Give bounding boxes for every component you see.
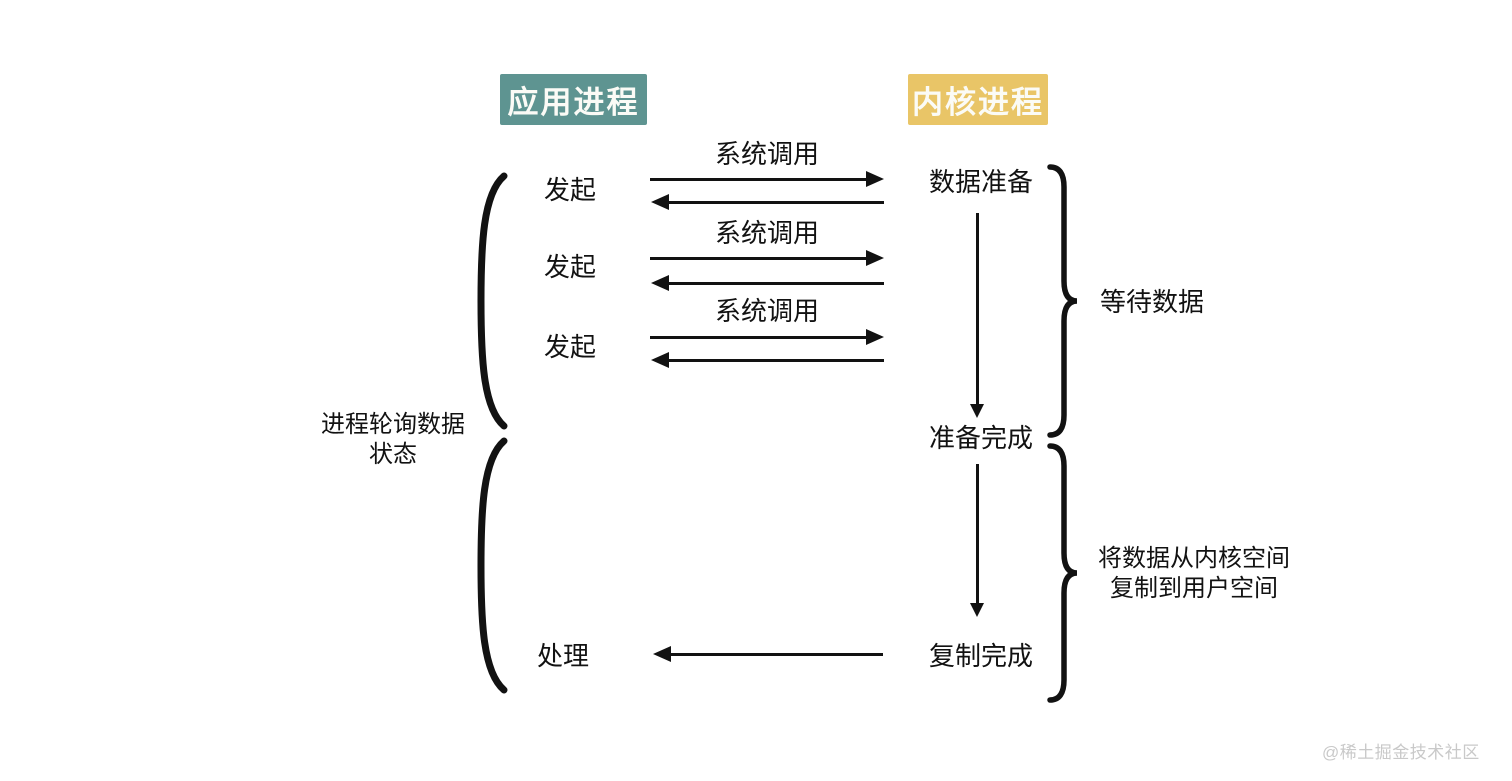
copy-done-label: 复制完成: [929, 642, 1034, 671]
right-brace-bottom: [1046, 442, 1082, 704]
syscall-arrow-left-3: [651, 352, 884, 368]
kernel-process-header: 内核进程: [908, 74, 1048, 125]
initiate-label-1: 发起: [544, 176, 597, 205]
initiate-label-2: 发起: [544, 253, 597, 282]
syscall-label-3: 系统调用: [714, 297, 819, 326]
right-brace-top: [1046, 163, 1082, 439]
initiate-label-3: 发起: [544, 333, 597, 362]
syscall-arrow-left-2: [651, 275, 884, 291]
prepare-flow-arrow: [970, 213, 984, 418]
syscall-label-1: 系统调用: [714, 140, 819, 169]
prepare-done-label: 准备完成: [929, 424, 1034, 453]
poll-status-label: 进程轮询数据 状态: [321, 412, 465, 468]
syscall-arrow-right-3: [650, 329, 884, 345]
copy-space-label: 将数据从内核空间 复制到用户空间: [1098, 546, 1290, 602]
app-process-header: 应用进程: [500, 74, 647, 125]
left-bracket-bottom: [468, 436, 510, 696]
data-prepare-label: 数据准备: [929, 168, 1034, 197]
watermark: @稀土掘金技术社区: [1322, 743, 1480, 762]
copy-done-return-arrow: [653, 646, 883, 662]
wait-data-label: 等待数据: [1100, 288, 1205, 317]
syscall-arrow-left-1: [651, 194, 884, 210]
left-bracket-top: [468, 170, 510, 432]
process-label: 处理: [537, 642, 590, 671]
copy-flow-arrow: [970, 464, 984, 617]
syscall-arrow-right-2: [650, 250, 884, 266]
syscall-label-2: 系统调用: [714, 219, 819, 248]
syscall-arrow-right-1: [650, 171, 884, 187]
